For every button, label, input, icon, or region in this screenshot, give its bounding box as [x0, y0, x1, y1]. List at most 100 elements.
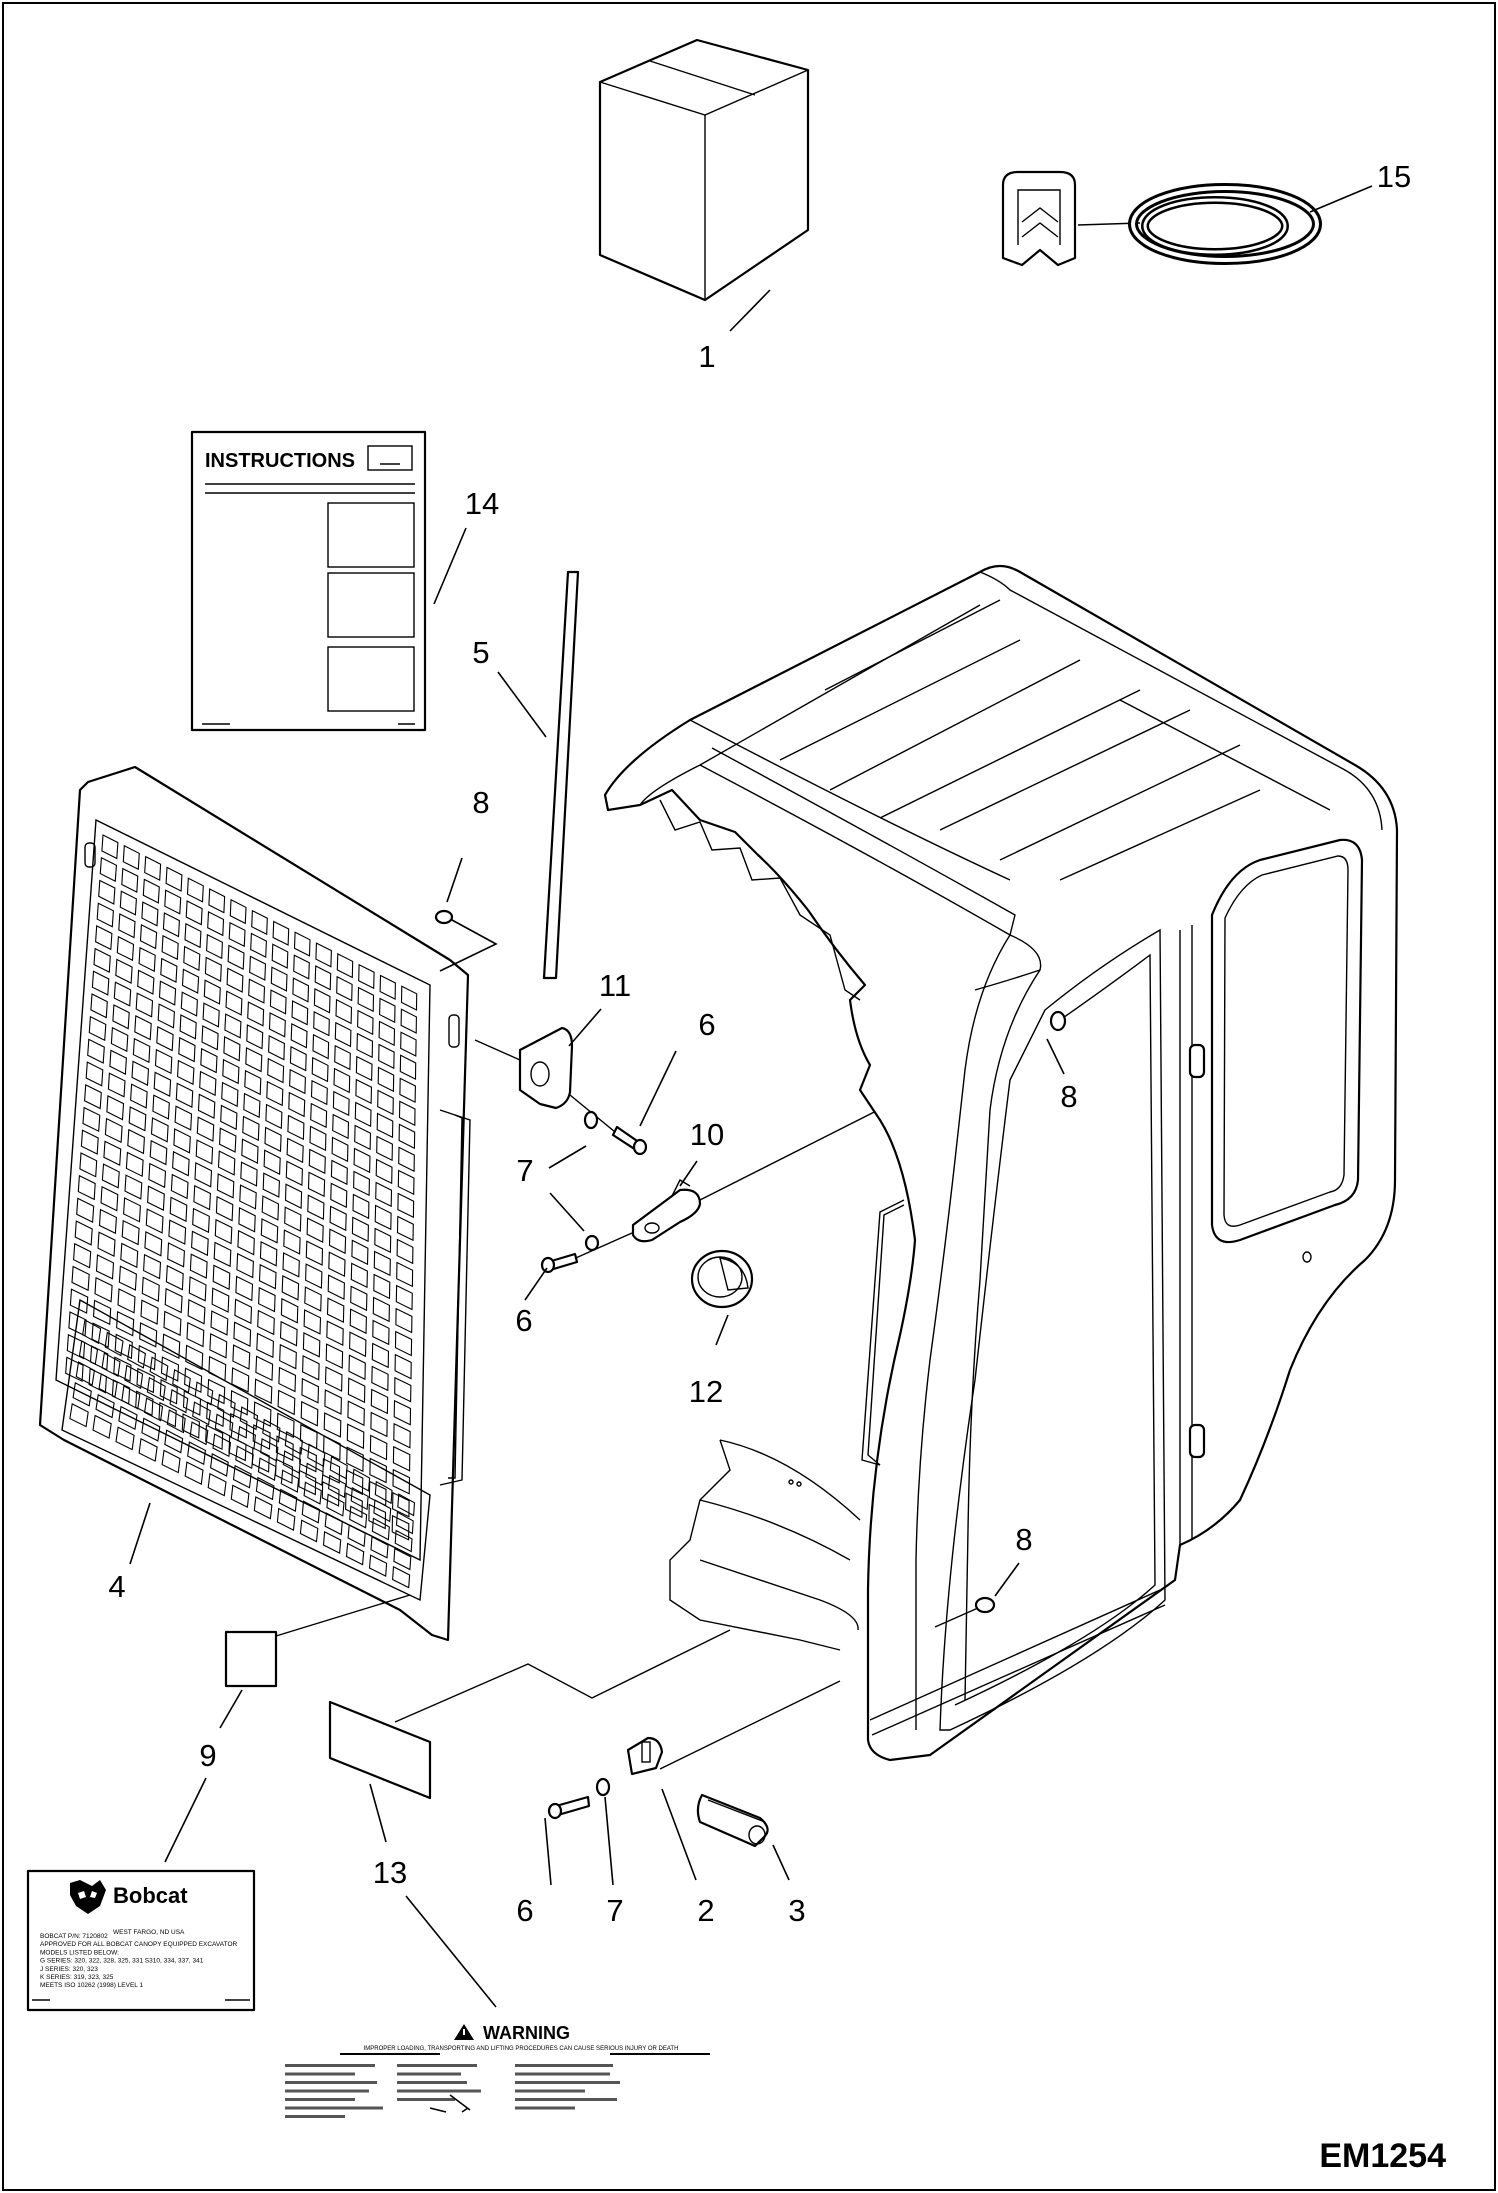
mesh-cell [312, 1033, 330, 1060]
mesh-cell [310, 1102, 328, 1129]
mesh-cell [231, 1367, 250, 1393]
bobcat-decal-line: J SERIES: 320, 323 [40, 1966, 98, 1973]
mesh-cell [394, 1353, 412, 1380]
mesh-cell [259, 1241, 278, 1267]
warning-text: IMPROPER LOADING, TRANSPORTING AND LIFTI… [364, 2046, 679, 2052]
mesh-cell [244, 1069, 262, 1096]
mesh-cell [330, 1182, 348, 1209]
mesh-cell [346, 1423, 365, 1450]
mesh-cell [371, 1342, 390, 1369]
mesh-cell [374, 1480, 393, 1505]
mesh-cell [282, 1450, 302, 1474]
mesh-cell [394, 1529, 413, 1553]
mesh-cell [354, 1101, 372, 1128]
mesh-cell [307, 1171, 326, 1198]
callout-5: 5 [472, 635, 489, 670]
mesh-cell [185, 900, 203, 926]
mesh-cell [118, 913, 136, 939]
mesh-cell [158, 1401, 177, 1428]
mesh-cell [260, 1438, 279, 1462]
mesh-cell [144, 1397, 164, 1422]
mesh-cell [322, 1531, 342, 1554]
mesh-cell [373, 1250, 391, 1277]
mesh-cell [69, 1288, 89, 1314]
mesh-cell [258, 1263, 277, 1290]
mesh-cell [328, 1474, 347, 1499]
bobcat-brand: Bobcat [113, 1883, 188, 1908]
mesh-cell [291, 1000, 309, 1026]
mesh-cell [370, 1388, 389, 1415]
mesh-cell [196, 1116, 215, 1142]
mesh-cell [119, 890, 137, 916]
mesh-cell [210, 1453, 229, 1477]
mesh-cell [192, 1401, 211, 1426]
mesh-cell [174, 1105, 193, 1131]
mesh-cell [370, 1535, 389, 1559]
part-4-front-screen [38, 765, 471, 1642]
mesh-cell [189, 1421, 209, 1446]
mesh-cell [265, 1103, 283, 1130]
mesh-cell [235, 1275, 254, 1302]
mesh-cell [118, 1265, 137, 1291]
mesh-cell [392, 1468, 411, 1495]
warning-text-line [515, 2072, 610, 2076]
mesh-cell [150, 1117, 169, 1143]
mesh-cell [237, 1425, 256, 1450]
mesh-cell [91, 1322, 110, 1348]
mesh-cell [95, 1393, 115, 1419]
warning-text-line [397, 2098, 455, 2101]
mesh-cell [264, 1126, 282, 1153]
mesh-cell [277, 1389, 296, 1416]
mesh-cell [369, 1457, 387, 1484]
mesh-cell [399, 1077, 416, 1103]
mesh-cell [122, 844, 140, 871]
mesh-cell [397, 1493, 416, 1517]
callout-6-lower: 6 [516, 1893, 533, 1928]
mesh-cell [242, 1115, 260, 1142]
mesh-cell [205, 1424, 224, 1451]
mesh-cell [307, 1194, 325, 1220]
mesh-cell [141, 1276, 160, 1303]
mesh-cell [161, 1449, 181, 1474]
mesh-cell [121, 867, 139, 893]
mesh-cell [355, 1055, 373, 1082]
mesh-cell [136, 1367, 155, 1394]
mesh-cell [138, 1437, 158, 1462]
mesh-cell [160, 957, 178, 983]
mesh-cell [357, 1009, 374, 1036]
part-11-bracket [474, 1008, 602, 1110]
warning-text-line [285, 2098, 355, 2101]
mesh-cell [379, 974, 396, 1000]
mesh-cell [392, 1565, 411, 1589]
part-15-edge-trim [1001, 170, 1373, 267]
mesh-cell [333, 1067, 351, 1094]
mesh-cell [162, 912, 180, 938]
mesh-cell [368, 1503, 387, 1530]
mesh-cell [113, 981, 132, 1007]
warning-text-line [397, 2072, 461, 2076]
mesh-cell [97, 1231, 116, 1257]
mesh-cell [79, 1152, 98, 1178]
mesh-cell [313, 988, 331, 1014]
callout-6-middle: 6 [515, 1303, 532, 1338]
mesh-cell [180, 991, 198, 1017]
mesh-cell [164, 1429, 184, 1454]
mesh-cell [220, 1104, 238, 1131]
part-8-bolt-left [434, 857, 498, 972]
mesh-cell [310, 1079, 328, 1106]
mesh-cell [280, 1297, 299, 1324]
mesh-cell [167, 1242, 185, 1268]
mesh-cell [352, 1193, 370, 1220]
mesh-cell [208, 888, 226, 914]
mesh-cell [115, 958, 133, 984]
callout-2: 2 [697, 1893, 714, 1928]
mesh-cell [96, 902, 114, 928]
mesh-cell [302, 1332, 321, 1358]
mesh-cell [258, 1286, 276, 1313]
mesh-cell [307, 1443, 326, 1468]
mesh-cell [280, 1469, 300, 1493]
mesh-cell [349, 1505, 368, 1529]
mesh-cell [84, 1084, 102, 1110]
part-5-strip [497, 570, 580, 980]
